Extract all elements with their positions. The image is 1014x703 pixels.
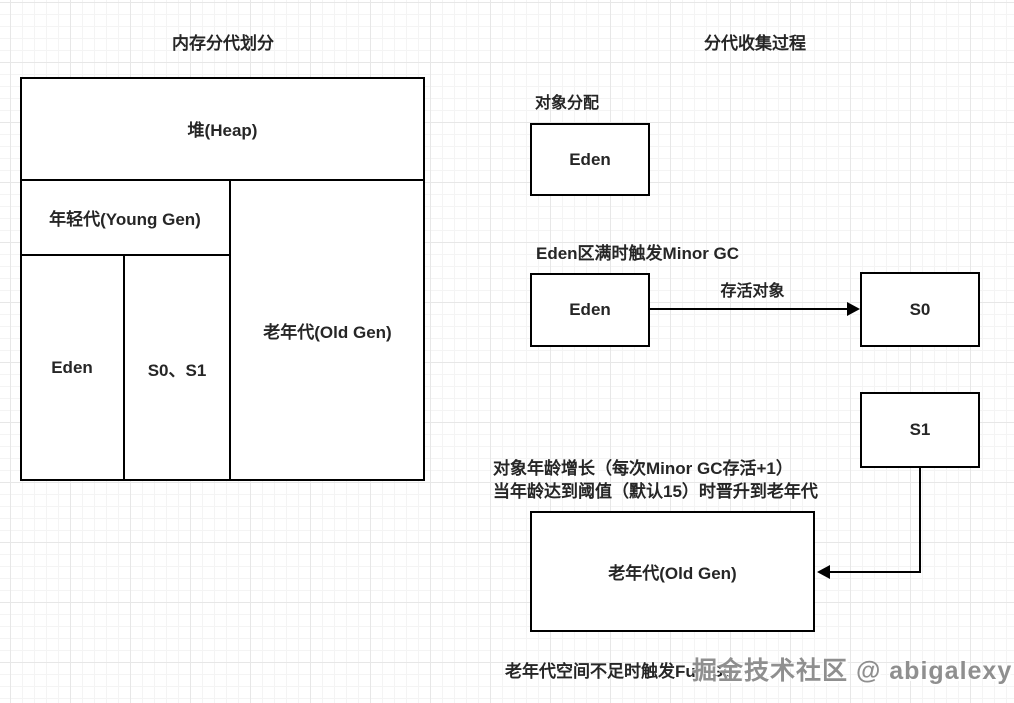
young-old-divider bbox=[229, 179, 231, 481]
young-gen-label: 年轻代(Young Gen) bbox=[49, 210, 201, 229]
s1-to-oldgen-horizontal-line bbox=[829, 571, 921, 573]
arrowhead-right-icon bbox=[847, 302, 860, 316]
younggen-sub-divider bbox=[20, 254, 231, 256]
eden-cell-label: Eden bbox=[51, 358, 93, 377]
heap-horizontal-divider bbox=[20, 179, 425, 181]
s1-to-oldgen-vertical-line bbox=[919, 468, 921, 573]
heap-label: 堆(Heap) bbox=[187, 121, 258, 140]
right-panel-title: 分代收集过程 bbox=[704, 34, 806, 53]
object-allocation-caption: 对象分配 bbox=[535, 95, 600, 112]
promotion-text-line1: 对象年龄增长（每次Minor GC存活+1） bbox=[493, 459, 793, 478]
heap-outer-box bbox=[20, 77, 425, 481]
survivor-cell-label: S0、S1 bbox=[147, 360, 207, 380]
old-gen-label: 老年代(Old Gen) bbox=[263, 323, 392, 342]
eden-to-s0-arrow-line bbox=[650, 308, 850, 310]
promotion-text-line2: 当年龄达到阈值（默认15）时晋升到老年代 bbox=[493, 482, 818, 501]
eden-survivor-divider bbox=[123, 254, 125, 481]
eden-box-minorgc: Eden bbox=[530, 273, 650, 347]
s1-box: S1 bbox=[860, 392, 980, 468]
eden-box-allocation: Eden bbox=[530, 123, 650, 196]
full-gc-caption: 老年代空间不足时触发Full GC bbox=[505, 662, 736, 681]
watermark: 掘金技术社区 @ abigalexy bbox=[692, 657, 1013, 685]
survivor-arrow-label: 存活对象 bbox=[720, 283, 785, 300]
old-gen-box: 老年代(Old Gen) bbox=[530, 511, 815, 632]
left-panel-title: 内存分代划分 bbox=[172, 34, 274, 53]
minor-gc-caption: Eden区满时触发Minor GC bbox=[536, 244, 740, 263]
arrowhead-left-icon bbox=[817, 565, 830, 579]
s0-box: S0 bbox=[860, 272, 980, 347]
